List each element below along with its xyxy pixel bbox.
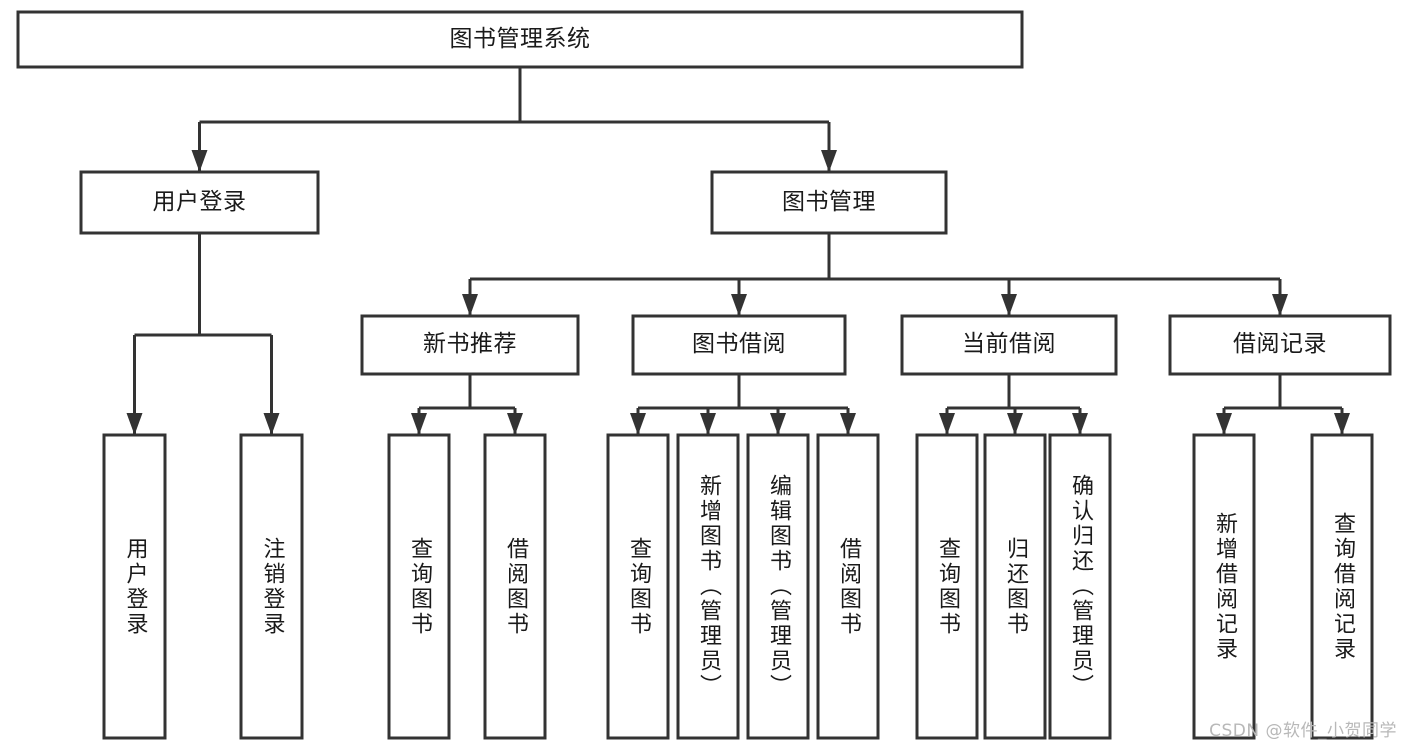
arrow-head-borrow-record <box>1272 294 1288 316</box>
arrow-head-leaf-return-book <box>1007 413 1023 435</box>
node-box-leaf-confirm-return[interactable] <box>1048 433 1112 740</box>
node-box-current-borrow[interactable] <box>900 314 1118 376</box>
node-box-leaf-user-login[interactable] <box>102 433 167 740</box>
arrow-head-user-login <box>191 150 208 172</box>
connector-layer <box>126 67 1350 435</box>
node-box-new-book-recommend[interactable] <box>360 314 580 376</box>
node-box-leaf-add-book[interactable] <box>676 433 740 740</box>
node-box-leaf-edit-book[interactable] <box>746 433 810 740</box>
arrow-head-leaf-borrow-book-1 <box>507 413 523 435</box>
arrow-head-book-borrow <box>731 294 747 316</box>
arrow-head-book-manage <box>821 150 837 172</box>
node-box-user-login[interactable] <box>79 170 320 235</box>
arrow-head-leaf-user-logout <box>263 413 280 435</box>
arrow-head-leaf-query-book-3 <box>939 413 955 435</box>
arrow-head-leaf-query-book-1 <box>411 413 427 435</box>
arrow-head-leaf-query-record <box>1334 413 1350 435</box>
arrow-head-current-borrow <box>1001 294 1017 316</box>
arrow-head-leaf-confirm-return <box>1072 413 1088 435</box>
watermark-text: CSDN @软件_小贺同学 <box>1209 721 1397 741</box>
arrow-head-leaf-query-book-2 <box>630 413 646 435</box>
node-box-leaf-query-book-1[interactable] <box>387 433 451 740</box>
node-box-leaf-return-book[interactable] <box>983 433 1047 740</box>
node-box-leaf-borrow-book-1[interactable] <box>483 433 547 740</box>
node-box-leaf-query-book-3[interactable] <box>915 433 979 740</box>
arrow-head-leaf-add-book <box>700 413 716 435</box>
node-box-borrow-record[interactable] <box>1168 314 1392 376</box>
node-box-leaf-user-logout[interactable] <box>239 433 304 740</box>
node-box-leaf-query-record[interactable] <box>1310 433 1374 740</box>
arrow-head-new-book-recommend <box>462 294 478 316</box>
node-box-book-manage[interactable] <box>710 170 948 235</box>
node-box-root[interactable] <box>16 10 1024 69</box>
arrow-head-leaf-add-record <box>1216 413 1232 435</box>
arrow-head-leaf-borrow-book-2 <box>840 413 856 435</box>
node-box-book-borrow[interactable] <box>631 314 847 376</box>
node-box-leaf-add-record[interactable] <box>1192 433 1256 740</box>
node-box-leaf-query-book-2[interactable] <box>606 433 670 740</box>
node-box-leaf-borrow-book-2[interactable] <box>816 433 880 740</box>
arrow-head-leaf-edit-book <box>770 413 786 435</box>
arrow-head-leaf-user-login <box>126 413 143 435</box>
node-box-layer <box>16 10 1392 740</box>
